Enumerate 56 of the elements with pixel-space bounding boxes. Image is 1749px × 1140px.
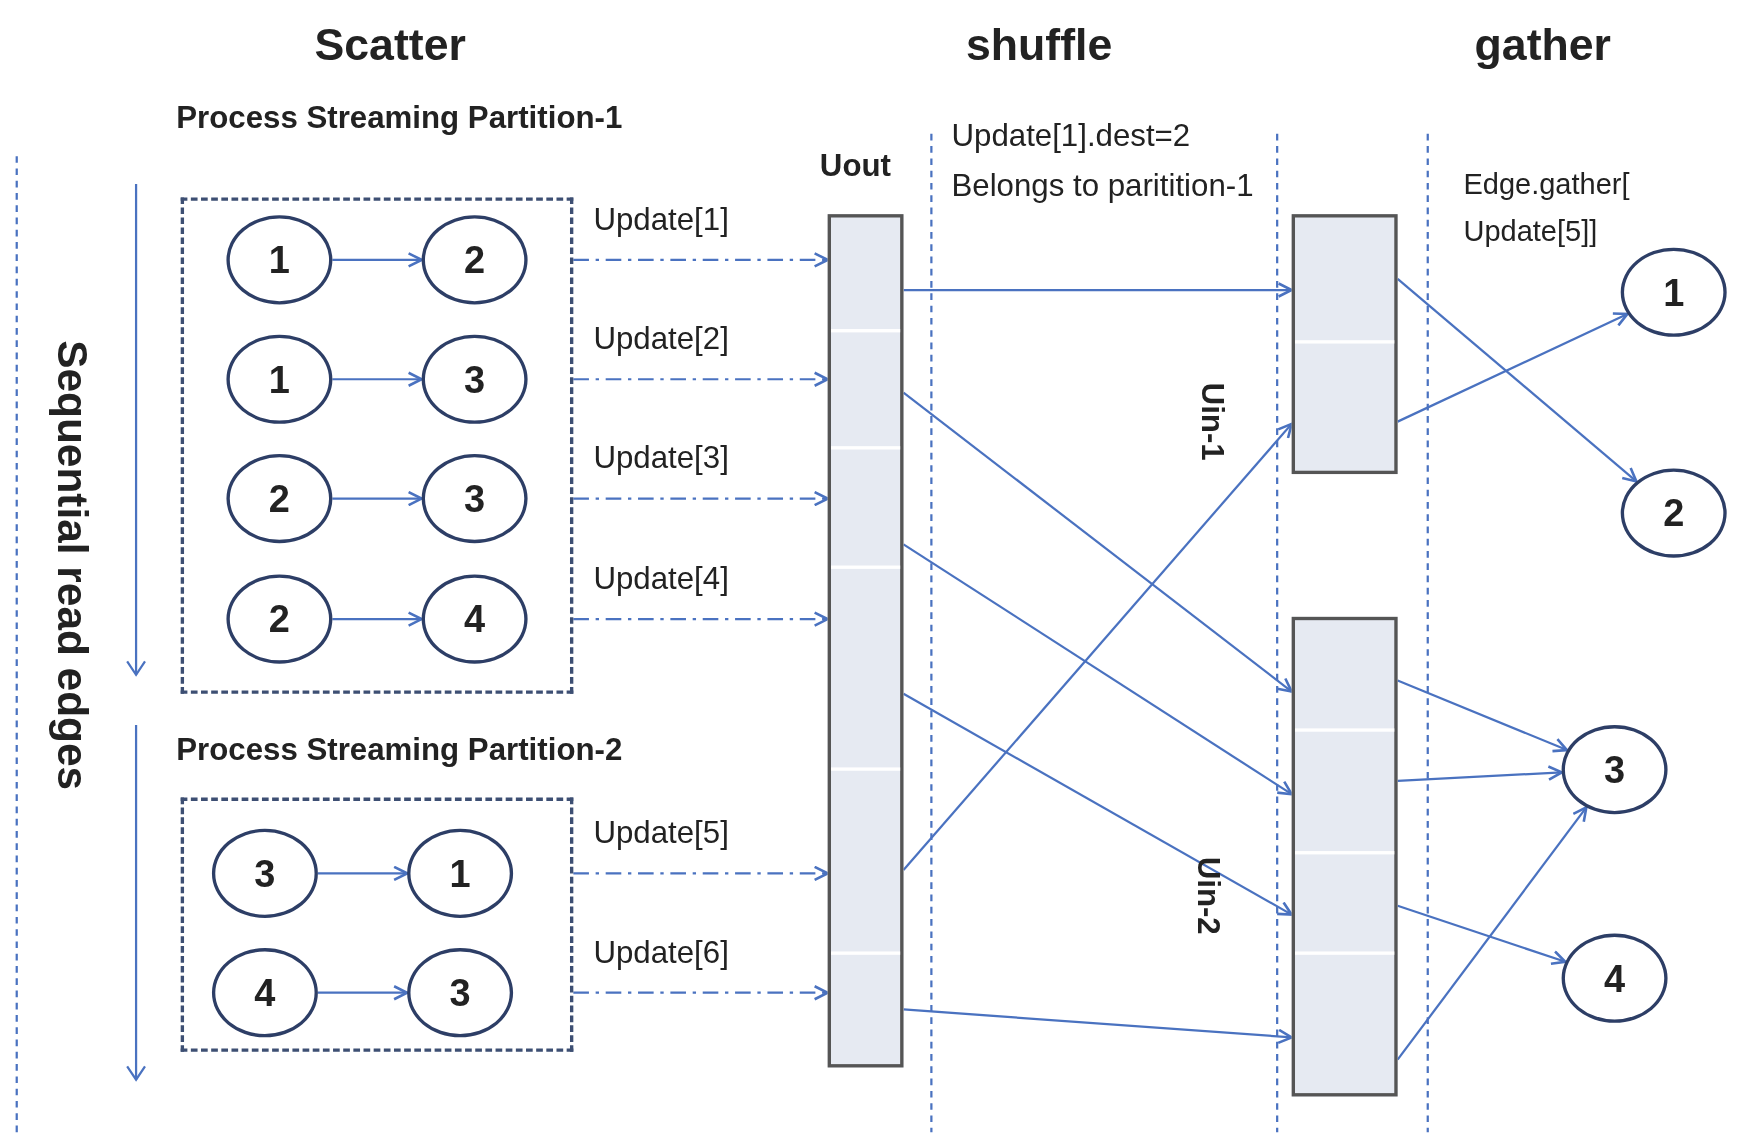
heading: Process Streaming Partition-2 — [176, 731, 623, 768]
vertex-number: 3 — [449, 971, 471, 1015]
section-title: Scatter — [314, 19, 466, 72]
arrow — [332, 611, 423, 627]
edge-label: Update[5] — [593, 817, 729, 849]
vertex-number: 3 — [464, 357, 486, 401]
heading: Uin-2 — [1190, 856, 1226, 935]
arrow — [1396, 278, 1638, 483]
axis-text: Sequential read edges — [48, 340, 97, 791]
arrow — [902, 422, 1293, 871]
arrow — [317, 865, 409, 882]
arrow — [1397, 679, 1569, 753]
vertex-number: 1 — [268, 238, 290, 282]
edge-label: Update[4] — [593, 563, 729, 595]
vertex-number: 2 — [464, 238, 486, 282]
note-text: Edge.gather[ Update[5]] — [1463, 166, 1631, 250]
arrow — [903, 282, 1293, 298]
arrow — [902, 692, 1293, 916]
arrow — [902, 543, 1293, 796]
arrow — [573, 490, 829, 507]
arrow — [902, 391, 1293, 693]
vertex-number: 1 — [268, 357, 290, 401]
arrow — [573, 984, 829, 1001]
heading: Uin-1 — [1194, 382, 1231, 461]
vertex-number: 3 — [464, 476, 486, 521]
vertex-number: 3 — [1604, 747, 1626, 792]
arrow — [573, 252, 829, 268]
vertex-number: 1 — [1663, 270, 1685, 314]
vertex-number: 2 — [1663, 491, 1685, 535]
arrow — [1396, 806, 1588, 1061]
vertex-number: 2 — [268, 476, 290, 521]
arrow — [573, 371, 829, 388]
arrow — [573, 865, 829, 882]
arrow — [332, 371, 423, 388]
vertex-number: 4 — [464, 597, 486, 641]
edge-label: Update[2] — [593, 323, 729, 355]
vertex-number: 1 — [449, 851, 471, 896]
arrow — [1397, 312, 1629, 423]
section-title: shuffle — [965, 19, 1113, 72]
vertex-number: 4 — [1604, 956, 1626, 1000]
vertex-number: 4 — [254, 971, 276, 1015]
arrow — [903, 1008, 1293, 1045]
edge-label: Update[1] — [593, 204, 729, 236]
arrow — [1397, 904, 1567, 966]
section-title: gather — [1474, 19, 1611, 72]
arrow — [1397, 765, 1563, 782]
vertex-number: 2 — [268, 597, 290, 641]
arrow — [317, 984, 409, 1001]
vertex-number: 3 — [254, 851, 276, 896]
edge-label: Update[3] — [593, 442, 729, 475]
arrow — [332, 252, 423, 268]
heading: Process Streaming Partition-1 — [176, 100, 623, 137]
arrow — [573, 611, 829, 627]
note-text: Update[1].dest=2 Belongs to paritition-1 — [951, 117, 1255, 205]
heading: Uout — [819, 148, 891, 185]
arrow — [332, 490, 423, 507]
